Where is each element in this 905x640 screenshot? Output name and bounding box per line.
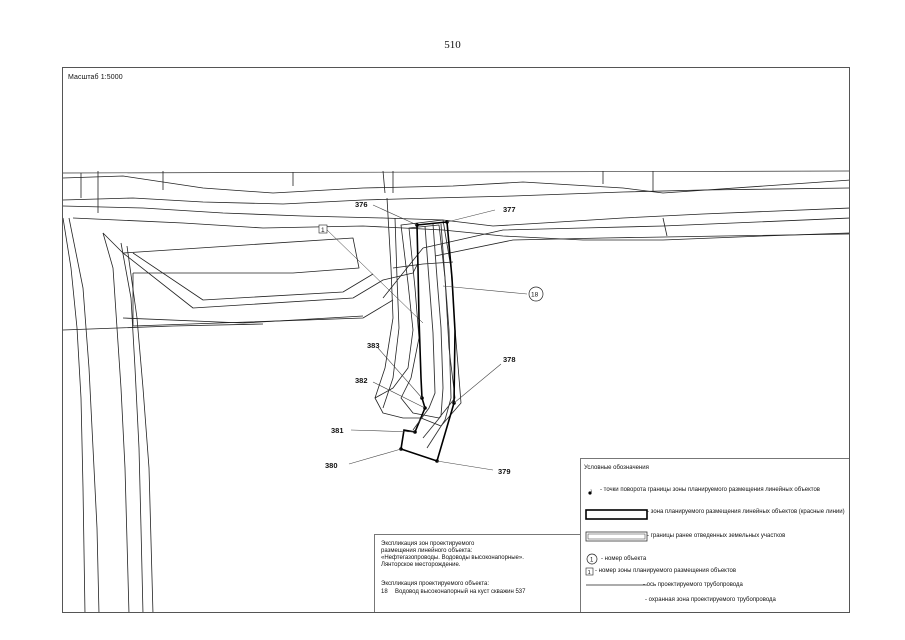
legend-row-zone-number: 1 - номер зоны планируемого размещения о…: [581, 566, 849, 580]
road-corridor-upper: [63, 175, 849, 194]
legend-row-axis: - ось проектируемого трубопровода: [581, 580, 849, 594]
map-frame: 376 377 378 379 380 381 382 383 1 18 Мас…: [62, 67, 850, 613]
map-drawing: 376 377 378 379 380 381 382 383 1 18: [63, 170, 849, 612]
object-circle-icon: 1: [586, 553, 598, 565]
road-corridor-upper: [63, 187, 849, 205]
legend-row-points: 1 - точки поворота границы зоны планируе…: [581, 487, 849, 501]
explication-line: «Нефтегазопроводы. Водоводы высоконапорн…: [381, 555, 524, 561]
page-number: 510: [444, 39, 461, 51]
leader-line: [446, 209, 496, 223]
leader-line: [350, 429, 416, 433]
leader-line: [372, 381, 426, 409]
object-number-circle: [528, 286, 544, 302]
road-corridor-right: [434, 233, 849, 257]
leader-line: [442, 285, 528, 295]
legend-item-label: - номер зоны планируемого размещения объ…: [595, 568, 737, 574]
map-line: [63, 170, 849, 174]
road-corridor-left: [102, 232, 130, 612]
point-marker-icon: [588, 491, 592, 495]
map-line: [382, 170, 386, 194]
object-number-label: 18: [531, 292, 539, 299]
axis-line-icon: [586, 584, 647, 586]
point-marker-label: 1: [590, 488, 593, 493]
legend-title: Условные обозначения: [584, 465, 649, 471]
land-plot: [132, 273, 394, 327]
point-label-377: 377: [503, 205, 516, 214]
road-corridor-left: [126, 245, 154, 612]
explication-line: Лянторское месторождение.: [381, 562, 461, 568]
scale-label: Масштаб 1:5000: [68, 74, 123, 81]
legend-item-label: - зона планируемого размещения линейных …: [647, 509, 845, 515]
point-label-379: 379: [498, 467, 511, 476]
zone-number-icon: 1: [585, 567, 594, 576]
pipeline-buffer: [412, 225, 436, 431]
explication-line: Экспликация зон проектируемого: [381, 541, 475, 547]
point-label-381: 381: [331, 426, 344, 435]
leader-line: [453, 363, 502, 404]
land-plot: [102, 232, 360, 274]
prior-plot-icon: [585, 531, 648, 542]
planned-zone-outline: [400, 221, 456, 463]
map-line: [662, 217, 668, 237]
legend-item-label: - точки поворота границы зоны планируемо…: [600, 487, 820, 493]
leader-line: [377, 347, 423, 399]
legend-row-buffer: - охранная зона проектируемого трубопров…: [581, 595, 849, 609]
road-corridor-left: [63, 217, 86, 612]
legend-item-label: - ось проектируемого трубопровода: [643, 582, 743, 588]
explication-line: размещения линейного объекта:: [381, 548, 473, 554]
legend-row-object-number: 1 - номер объекта: [581, 553, 849, 567]
legend-row-plots: - границы ранее отведенных земельных уча…: [581, 531, 849, 545]
point-label-380: 380: [325, 461, 338, 470]
map-line: [382, 247, 424, 299]
road-corridor-upper: [72, 217, 849, 241]
leader-line: [372, 204, 418, 226]
pipeline-buffer: [426, 223, 452, 449]
land-plot: [122, 315, 364, 324]
land-plot: [122, 252, 419, 309]
land-plot: [132, 252, 374, 301]
zone-number-label: 1: [321, 227, 325, 234]
road-corridor-right: [422, 217, 849, 249]
legend-row-zone: - зона планируемого размещения линейных …: [581, 509, 849, 523]
zone-number-box: [318, 224, 328, 234]
road-vertical: [382, 217, 400, 409]
explication-object-name: Водовод высоконапорный на куст скважин 5…: [395, 589, 526, 595]
legend-item-label: - границы ранее отведенных земельных уча…: [647, 533, 786, 539]
explication-box: Экспликация зон проектируемого размещени…: [374, 534, 580, 612]
zone-outline-icon: [585, 509, 648, 520]
land-plot: [63, 323, 264, 331]
legend-box: Условные обозначения 1 - точки поворота …: [580, 458, 849, 612]
legend-item-label: - охранная зона проектируемого трубопров…: [645, 597, 776, 603]
legend-item-label: - номер объекта: [601, 556, 647, 562]
road-corridor-left: [68, 217, 100, 612]
explication-object-number: 18: [381, 589, 388, 595]
road-corridor-left: [120, 242, 144, 612]
point-label-376: 376: [355, 200, 368, 209]
map-line: [324, 227, 424, 324]
point-label-383: 383: [367, 341, 380, 350]
leader-line: [436, 460, 494, 471]
leader-line: [348, 448, 402, 465]
svg-text:1: 1: [590, 558, 594, 564]
point-label-378: 378: [503, 355, 516, 364]
pipeline-axis: [422, 223, 444, 439]
road-vertical: [374, 197, 394, 399]
point-label-382: 382: [355, 376, 368, 385]
explication-object-title: Экспликация проектируемого объекта:: [381, 581, 490, 587]
svg-text:1: 1: [588, 570, 591, 576]
